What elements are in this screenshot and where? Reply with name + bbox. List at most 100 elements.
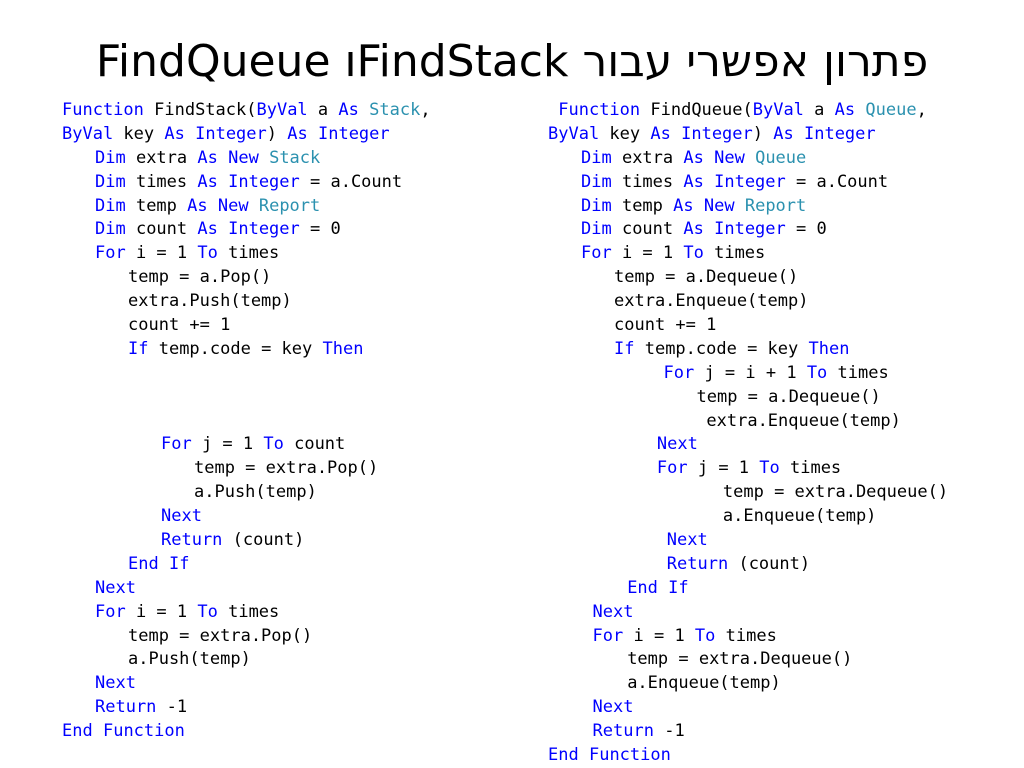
code-text: times (217, 601, 280, 622)
code-text: count (283, 434, 346, 455)
code-keyword: Dim (581, 195, 612, 216)
code-text: times (217, 243, 280, 264)
findqueue-code-line: Dim temp As New Report (548, 195, 1018, 219)
code-text: j = i + 1 (694, 362, 807, 383)
code-text: temp.code = key (634, 338, 809, 359)
code-keyword: Function (62, 100, 144, 120)
findstack-code-line: End Function (62, 720, 532, 744)
code-keyword: If (668, 577, 689, 598)
code-keyword: As (197, 147, 218, 168)
code-text: a.Enqueue(temp) (722, 506, 877, 527)
findstack-code-line (62, 386, 532, 410)
code-text: i = 1 (623, 625, 695, 646)
code-text: j = 1 (191, 434, 264, 455)
findqueue-code-line: If temp.code = key Then (548, 338, 1018, 362)
findstack-code-line: Dim extra As New Stack (62, 147, 532, 171)
code-keyword: As (683, 147, 704, 168)
code-keyword: Then (322, 338, 364, 359)
code-keyword: Integer (317, 123, 390, 144)
code-keyword: To (683, 243, 704, 264)
code-keyword: To (759, 458, 780, 479)
code-text: key (113, 123, 165, 144)
code-text: a.Enqueue(temp) (627, 673, 781, 694)
findqueue-code-line: Function FindQueue(ByVal a As Queue, (548, 99, 1018, 123)
code-keyword: Dim (581, 147, 612, 168)
code-text (579, 745, 589, 765)
code-type-name: Report (258, 195, 321, 216)
code-text (548, 100, 558, 120)
findstack-code-line: temp = a.Pop() (62, 266, 532, 290)
findstack-code-line: Return (count) (62, 529, 532, 553)
code-text: temp = extra.Pop() (128, 625, 313, 646)
code-text: temp = a.Pop() (128, 267, 272, 288)
code-text: count (125, 219, 198, 240)
findqueue-code-line: temp = a.Dequeue() (548, 266, 1018, 290)
findqueue-code-line: Return -1 (548, 720, 1018, 744)
findqueue-code-line: Return (count) (548, 553, 1018, 577)
code-keyword: For (581, 243, 612, 264)
code-text: (count) (222, 530, 305, 551)
code-text: extra (125, 147, 198, 168)
findstack-code-line: If temp.code = key Then (62, 338, 532, 362)
code-keyword: To (263, 434, 284, 455)
code-text: a.Push(temp) (194, 482, 317, 503)
code-keyword: Integer (681, 123, 753, 144)
code-keyword: As (287, 123, 308, 144)
code-text: count += 1 (128, 315, 231, 336)
code-keyword: Return (95, 697, 157, 718)
code-text (218, 148, 228, 168)
findstack-code-line: a.Push(temp) (62, 481, 532, 505)
code-keyword: End (128, 553, 159, 574)
code-text: key (599, 123, 651, 144)
findqueue-code-line: a.Enqueue(temp) (548, 505, 1018, 529)
findstack-code-line (62, 362, 532, 386)
code-text: = 0 (785, 219, 827, 240)
findstack-code-line: Dim temp As New Report (62, 195, 532, 219)
code-text: = 0 (299, 219, 341, 240)
code-text: temp = extra.Pop() (194, 458, 379, 479)
code-keyword: Next (161, 506, 202, 527)
code-keyword: Dim (95, 195, 126, 216)
findqueue-code-line: Dim extra As New Queue (548, 147, 1018, 171)
code-keyword: ByVal (548, 123, 600, 144)
code-keyword: To (197, 243, 218, 264)
findqueue-code-line: Next (548, 696, 1018, 720)
code-text: temp = a.Dequeue() (614, 267, 799, 288)
code-text (259, 148, 269, 168)
code-text: -1 (653, 721, 685, 742)
code-text: extra.Push(temp) (128, 291, 292, 312)
findqueue-code-line: For j = 1 To times (548, 457, 1018, 481)
findstack-code-line: Next (62, 672, 532, 696)
code-text: -1 (156, 697, 188, 718)
code-keyword: Return (666, 553, 729, 574)
findstack-code-line: Dim times As Integer = a.Count (62, 171, 532, 195)
findstack-code-line: temp = extra.Pop() (62, 457, 532, 481)
code-keyword: Integer (803, 123, 876, 144)
code-text: a (803, 100, 835, 120)
code-keyword: Integer (228, 171, 300, 192)
code-text: FindStack( (143, 100, 257, 120)
code-keyword: Dim (95, 219, 126, 240)
code-keyword: Dim (95, 147, 126, 168)
code-text (855, 100, 865, 120)
code-text: temp.code = key (148, 338, 323, 359)
code-text: temp = extra.Dequeue() (722, 482, 949, 503)
code-text: i = 1 (611, 243, 684, 264)
code-keyword: Then (808, 338, 850, 359)
code-keyword: Next (666, 530, 708, 551)
code-keyword: As (338, 100, 359, 120)
code-keyword: New (217, 195, 249, 216)
findstack-code-block: Function FindStack(ByVal a As Stack,ByVa… (62, 99, 532, 744)
findstack-code-line: Next (62, 577, 532, 601)
code-keyword: As (197, 219, 218, 240)
code-text (671, 124, 681, 144)
code-text: i = 1 (125, 601, 198, 622)
code-text (159, 554, 169, 574)
code-text (359, 100, 369, 120)
code-text (745, 148, 755, 168)
code-text: temp = a.Dequeue() (696, 386, 881, 407)
code-text (185, 124, 195, 144)
code-keyword: As (834, 100, 856, 120)
code-text: extra.Enqueue(temp) (614, 291, 809, 312)
code-keyword: If (168, 553, 190, 574)
